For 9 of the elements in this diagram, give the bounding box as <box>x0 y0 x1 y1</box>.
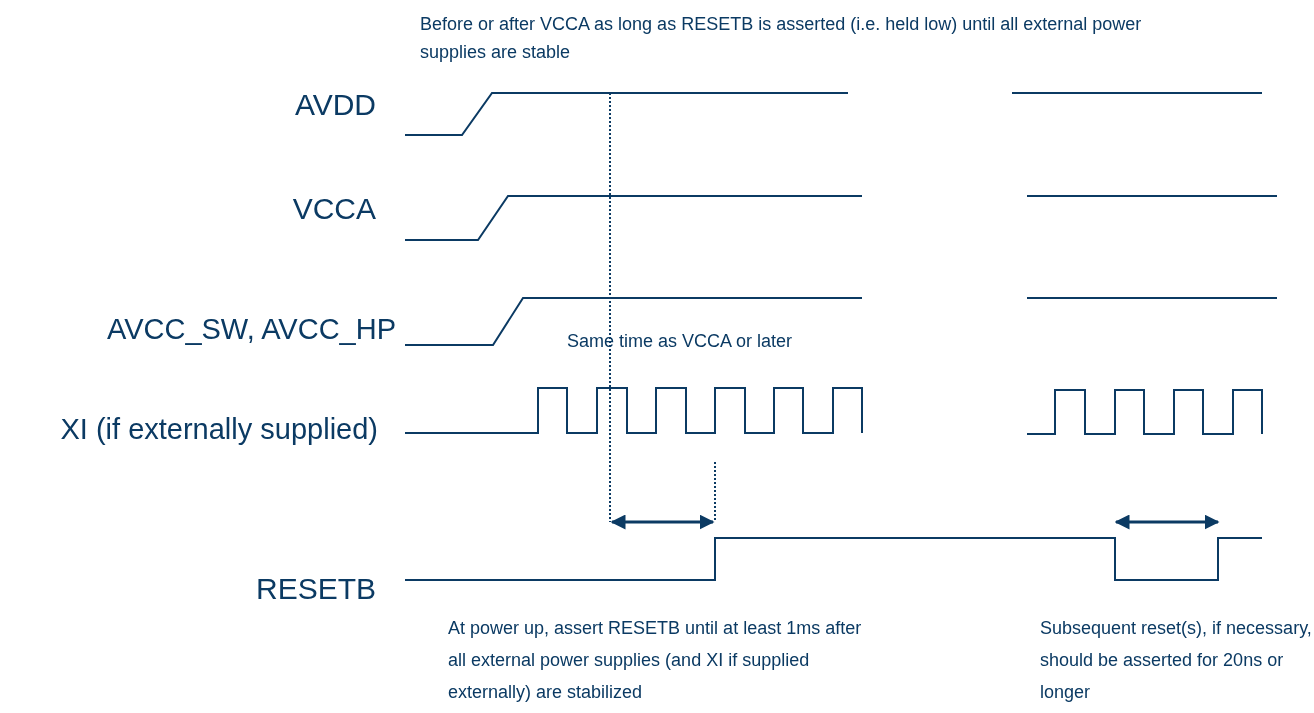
signal-label: AVDD <box>294 87 376 123</box>
signal-label: VCCA <box>292 191 376 227</box>
timing-note: Subsequent reset(s), if necessary, should be asserted for 20ns or longer <box>1040 617 1312 704</box>
timing-note: Same time as VCCA or later <box>567 330 793 353</box>
signal-label: AVCC_SW, AVCC_HP <box>107 312 396 347</box>
signal-label: XI (if externally supplied) <box>60 412 378 447</box>
timing-note: At power up, assert RESETB until at least 1ms after all external power supplies (and XI if supplied externally) are stabilized <box>448 617 863 704</box>
signal-label: RESETB <box>255 571 376 607</box>
timing-note: Before or after VCCA as long as RESETB is asserted (i.e. held low) until all external power supplies are stable <box>420 13 1143 64</box>
